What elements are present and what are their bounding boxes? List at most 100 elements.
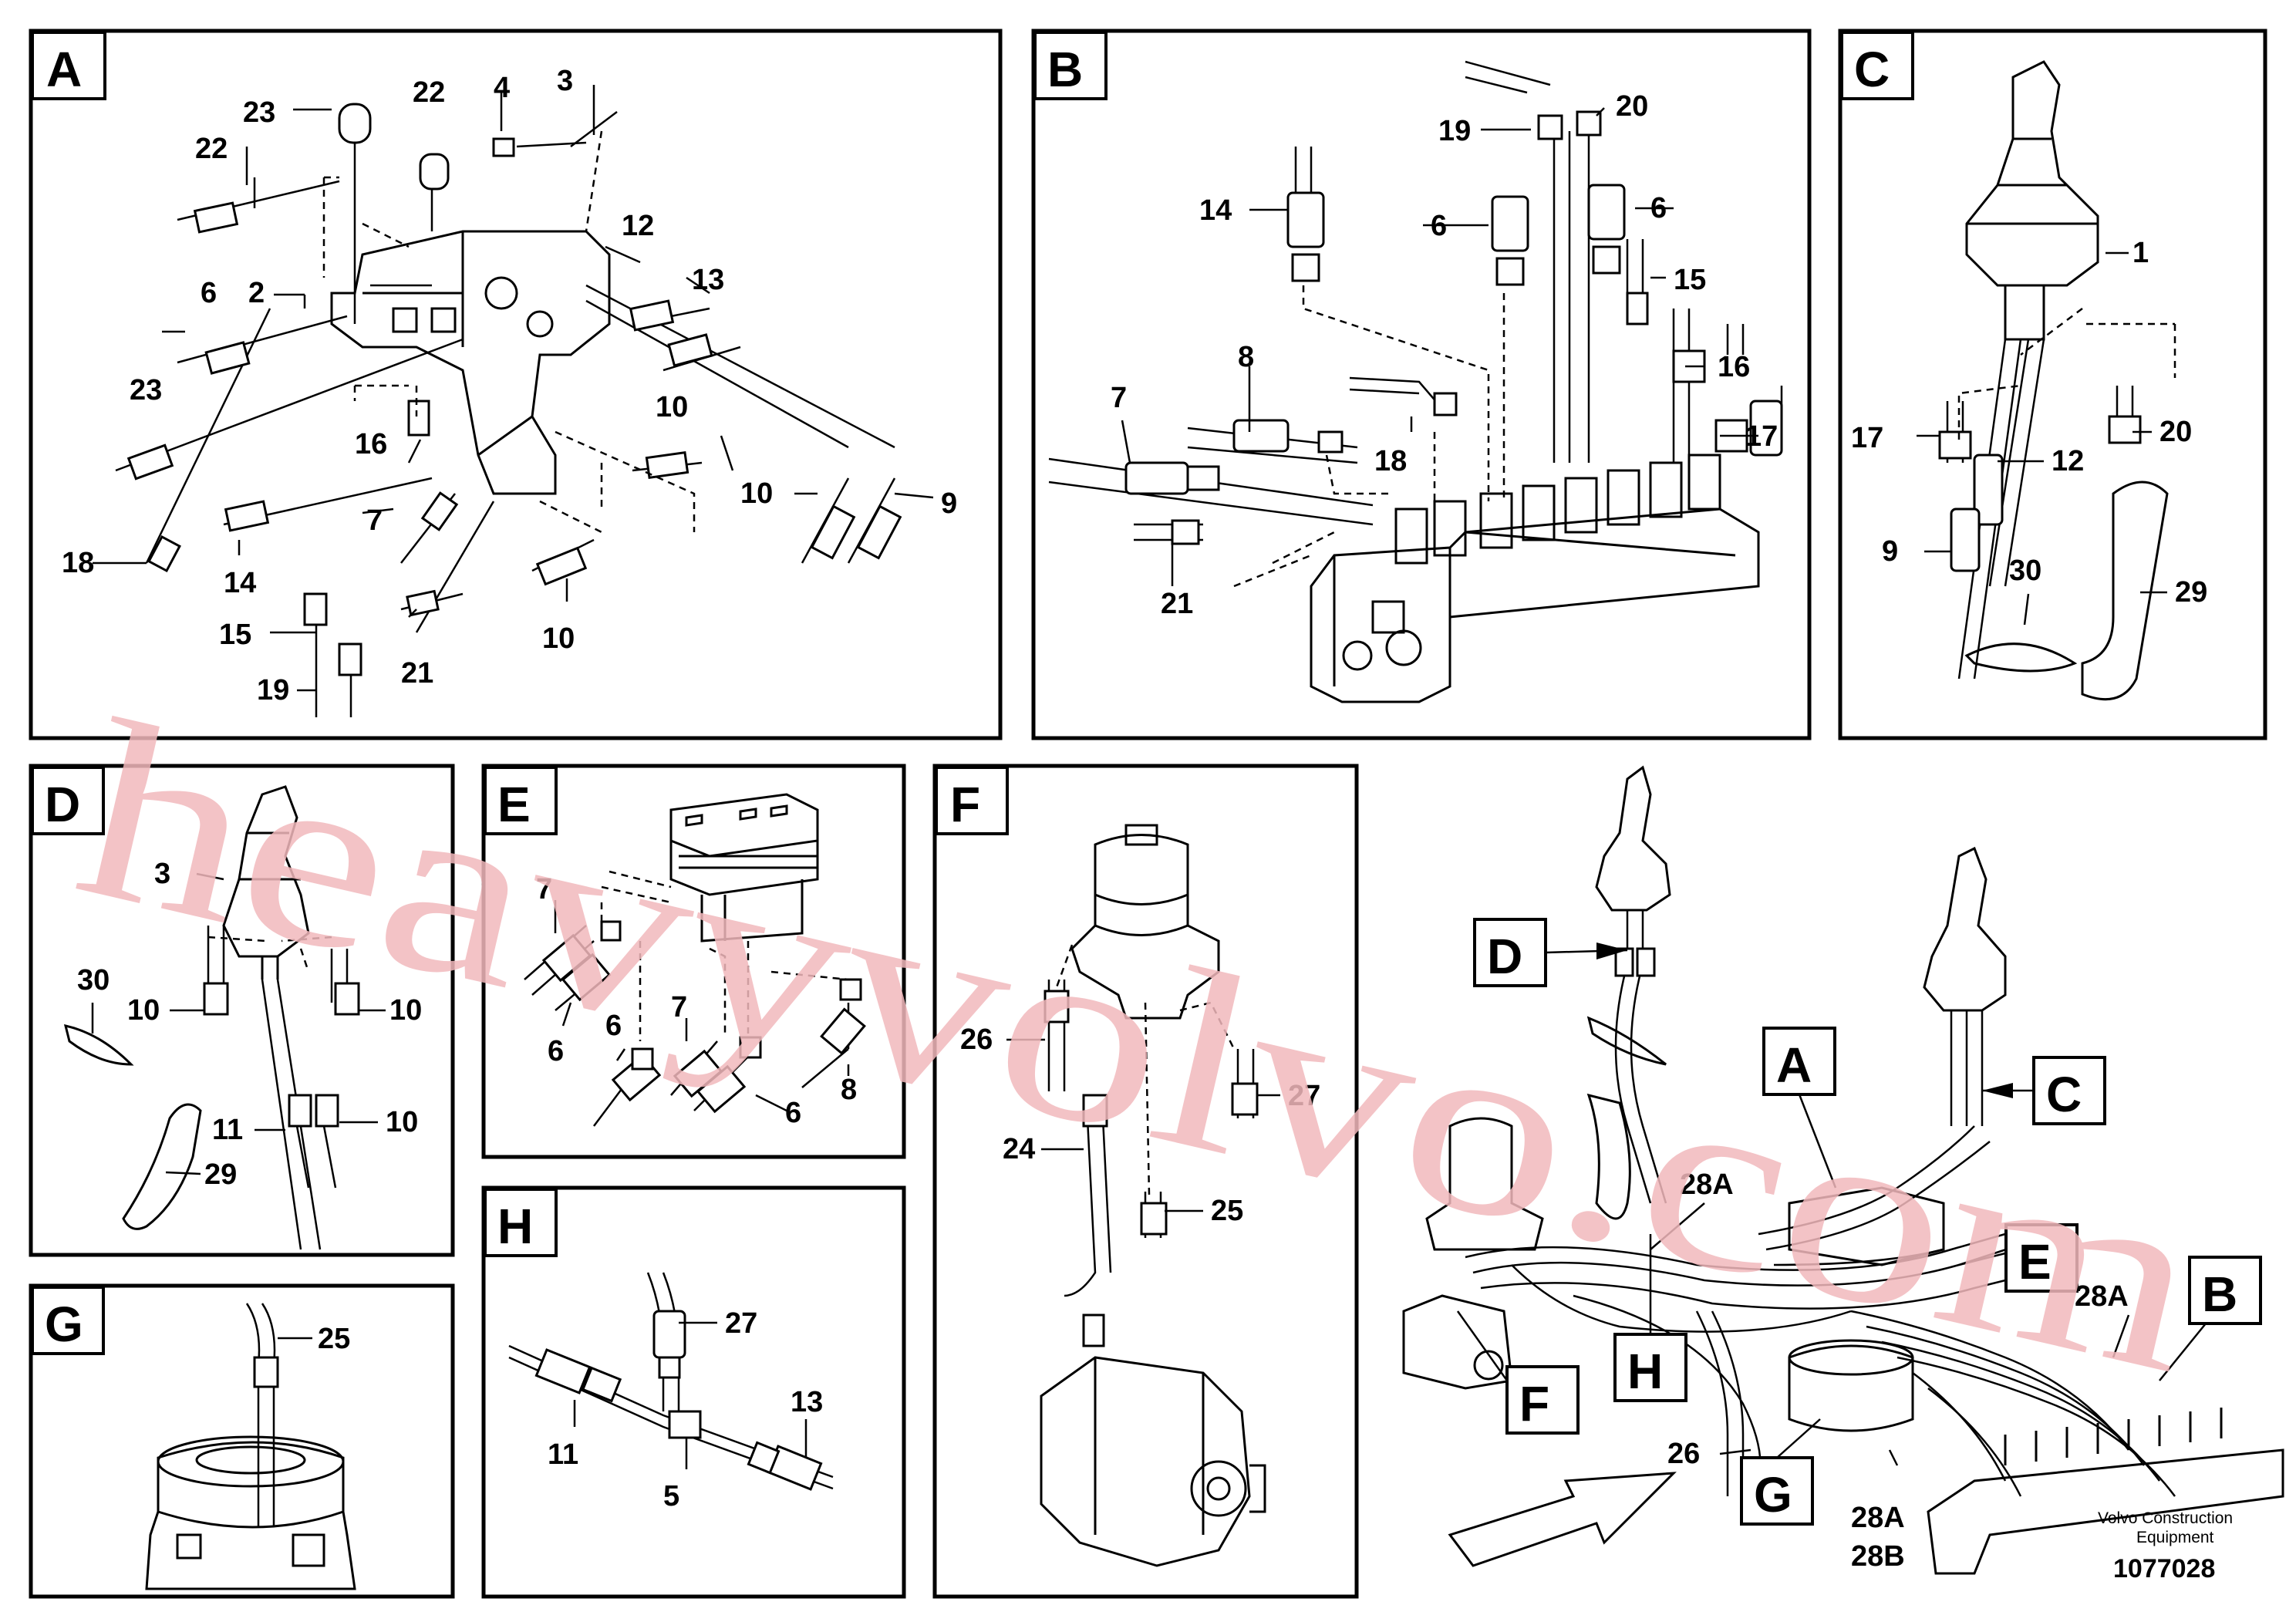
panel-a: A <box>29 29 1003 740</box>
panel-b: B <box>1031 29 1812 740</box>
protective-sleeve <box>2081 481 2169 701</box>
callout: 22 <box>413 76 445 109</box>
callout: 10 <box>542 622 575 655</box>
callout: 26 <box>960 1023 993 1056</box>
flag-a: A <box>1776 1037 1812 1093</box>
panel-f-label: F <box>950 777 980 832</box>
swivel-motor-assembly <box>145 1441 356 1590</box>
callout: 13 <box>791 1386 823 1418</box>
callout: 12 <box>2052 445 2084 477</box>
callout: 17 <box>1745 420 1778 453</box>
panel-g: G 25 <box>29 1283 455 1599</box>
callout: 24 <box>1003 1133 1035 1165</box>
callout: 17 <box>1851 422 1883 454</box>
direction-arrow <box>1448 1472 1677 1567</box>
callout: 29 <box>204 1158 237 1191</box>
right-joystick <box>1923 846 2007 1012</box>
panel-h-label: H <box>497 1199 533 1254</box>
callout: 7 <box>536 873 552 905</box>
panel-b-label: B <box>1047 42 1083 97</box>
callout: 27 <box>1288 1080 1320 1112</box>
hose-tee-assembly <box>508 1272 834 1490</box>
callout: 7 <box>1111 382 1127 414</box>
swivel-joint <box>1070 834 1220 1020</box>
callout: 10 <box>656 391 688 423</box>
callout: 19 <box>257 674 289 706</box>
flag-c: C <box>2046 1067 2082 1122</box>
callout: 1 <box>2132 237 2149 269</box>
callout: 28A <box>2075 1280 2129 1313</box>
panel-c: C 1 17 20 12 9 30 29 <box>1838 29 2267 740</box>
callout: 6 <box>548 1035 564 1067</box>
callout: 10 <box>389 994 422 1027</box>
callout: 6 <box>1431 210 1447 242</box>
flag-f: F <box>1519 1376 1549 1431</box>
callout: 28A <box>1680 1168 1734 1201</box>
callout: 18 <box>1374 445 1407 477</box>
callout: 15 <box>219 619 251 651</box>
flag-e: E <box>2018 1234 2052 1290</box>
panel-a-label: A <box>46 42 82 97</box>
panel-e: E 7 6 6 7 6 8 <box>481 764 906 1159</box>
panel-g-label: G <box>45 1297 83 1352</box>
callout: 18 <box>62 547 94 579</box>
callout: 21 <box>401 657 433 690</box>
callout: 10 <box>740 477 773 510</box>
callout: 29 <box>2175 576 2207 609</box>
panel-d: D 3 30 10 10 11 10 29 <box>29 764 455 1257</box>
callout: 16 <box>1718 351 1750 383</box>
callout: 6 <box>785 1097 801 1129</box>
joystick <box>1965 60 2099 287</box>
callout: 26 <box>1667 1438 1700 1470</box>
callout: 28A <box>1851 1502 1905 1534</box>
flag-g: G <box>1754 1467 1792 1523</box>
drawing-number: 1077028 <box>2113 1554 2215 1583</box>
panel-h: H 27 11 13 5 <box>481 1185 906 1599</box>
callout: 30 <box>2009 555 2041 587</box>
callout: 12 <box>622 210 654 242</box>
callout: 28B <box>1851 1540 1905 1573</box>
flag-b: B <box>2202 1266 2237 1322</box>
drawing-footer: Volvo Construction Equipment 1077028 <box>2098 1509 2233 1583</box>
callout: 8 <box>841 1074 857 1106</box>
callout: 13 <box>692 264 724 296</box>
callout: 9 <box>1882 535 1898 568</box>
callout: 14 <box>224 567 256 599</box>
callout: 6 <box>1650 192 1667 224</box>
foot-pedal-valve <box>669 793 819 943</box>
cable-tie <box>63 1024 134 1066</box>
left-joystick <box>1595 765 1671 912</box>
callout: 22 <box>195 133 228 165</box>
callout: 20 <box>1616 90 1648 123</box>
overview-flags: D A C E B F H G <box>1456 918 2262 1526</box>
hydraulic-motor <box>1040 1356 1251 1567</box>
callout: 6 <box>201 277 217 309</box>
callout: 10 <box>386 1106 418 1138</box>
flag-d: D <box>1487 929 1522 984</box>
callout: 14 <box>1199 194 1232 227</box>
callout: 25 <box>1211 1195 1243 1227</box>
callout: 11 <box>212 1114 243 1146</box>
credit-line-1: Volvo Construction <box>2098 1509 2233 1527</box>
callout: 11 <box>548 1438 578 1471</box>
credit-line-2: Equipment <box>2136 1529 2214 1546</box>
callout: 30 <box>77 964 110 996</box>
callout: 4 <box>494 72 510 104</box>
callout: 23 <box>130 374 162 406</box>
callout: 2 <box>248 277 265 309</box>
callout: 25 <box>318 1323 350 1355</box>
callout: 7 <box>671 991 687 1023</box>
callout: 10 <box>127 994 160 1027</box>
callout: 3 <box>557 65 573 97</box>
callout: 21 <box>1161 588 1193 620</box>
callout: 9 <box>941 487 957 520</box>
panel-c-label: C <box>1854 42 1890 97</box>
callout: 15 <box>1674 264 1706 296</box>
callout: 8 <box>1238 341 1254 373</box>
callout: 16 <box>355 428 387 460</box>
protective-sleeve <box>122 1103 202 1230</box>
callout: 5 <box>663 1480 679 1512</box>
panel-d-label: D <box>45 777 80 832</box>
callout: 7 <box>366 504 383 537</box>
